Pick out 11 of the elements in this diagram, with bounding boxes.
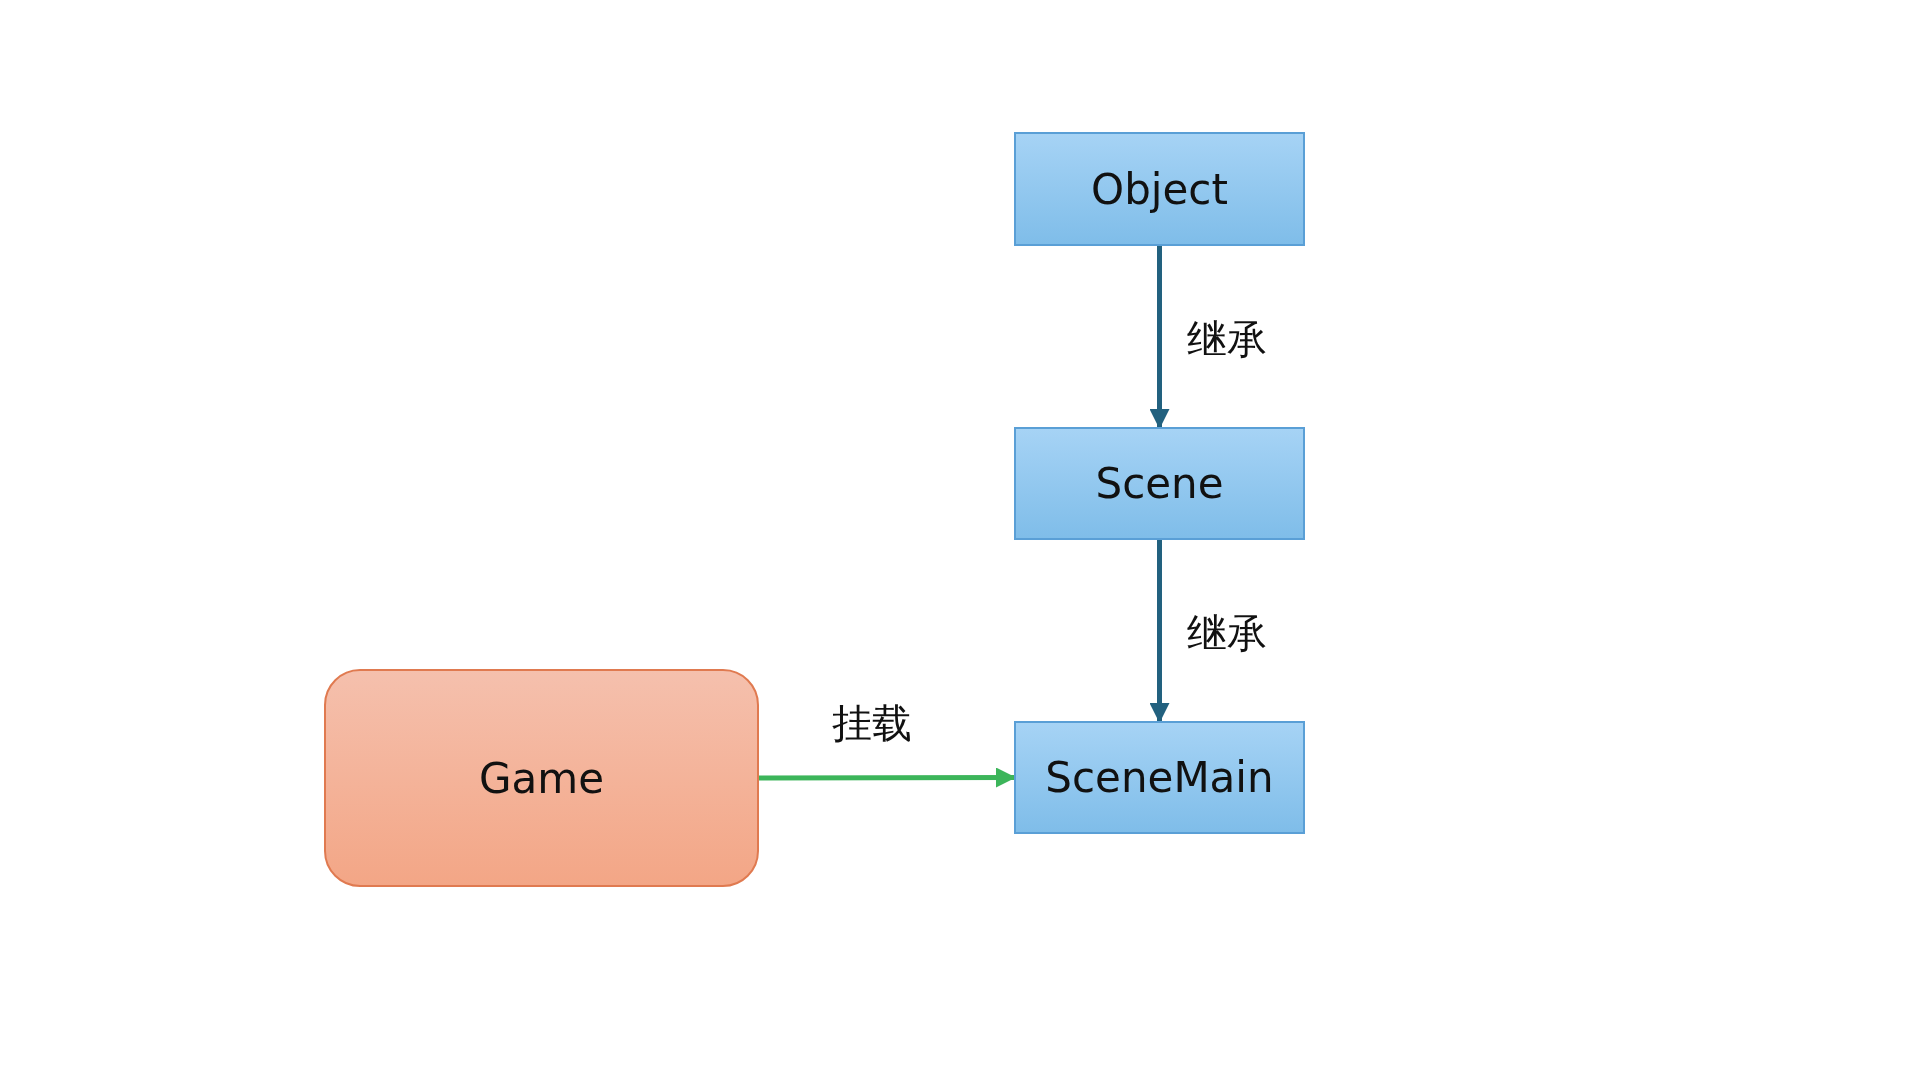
class-box	[1014, 721, 1305, 834]
arrow	[1149, 540, 1170, 723]
node-label: Scene	[1095, 459, 1224, 508]
arrow	[759, 767, 1016, 788]
class-box	[1014, 427, 1305, 540]
node-label: Game	[478, 753, 604, 803]
node-label: Object	[1091, 164, 1228, 214]
rounded-box	[324, 669, 759, 887]
node-label: SceneMain	[1045, 753, 1274, 802]
class-box	[1014, 132, 1305, 246]
arrow	[1149, 246, 1170, 429]
